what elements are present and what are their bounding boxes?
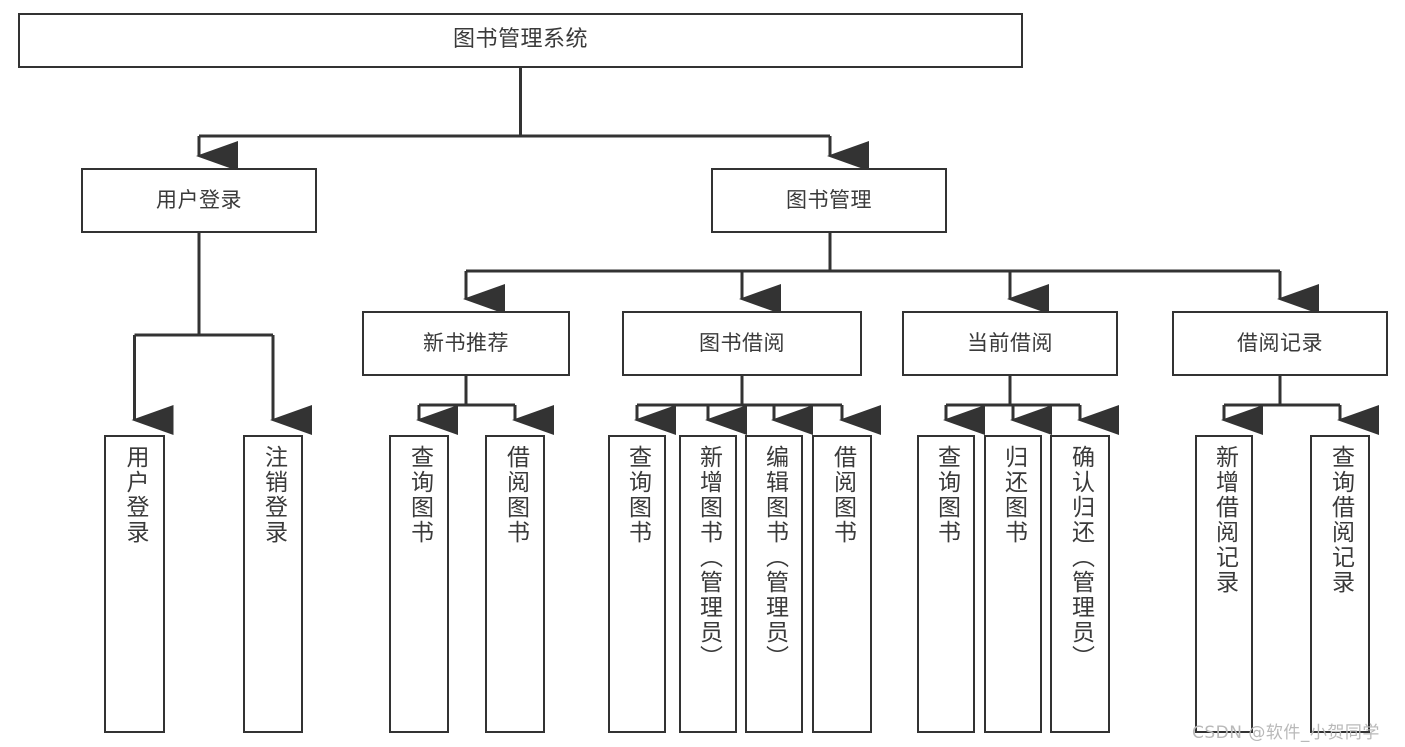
node-book-borrow[interactable]: 图书借阅 [622, 311, 862, 376]
leaf-query-book-current-label: 查询图书 [933, 445, 960, 545]
leaf-add-book-admin-label: 新增图书（管理员） [695, 445, 722, 670]
leaf-edit-book-admin[interactable]: 编辑图书（管理员） [745, 435, 803, 733]
node-book-management[interactable]: 图书管理 [711, 168, 947, 233]
node-user-login[interactable]: 用户登录 [81, 168, 317, 233]
leaf-confirm-return-admin-label: 确认归还（管理员） [1067, 445, 1094, 670]
leaf-confirm-return-admin[interactable]: 确认归还（管理员） [1050, 435, 1110, 733]
leaf-borrow-book-recommend-label: 借阅图书 [502, 445, 529, 545]
leaf-query-borrow-record[interactable]: 查询借阅记录 [1310, 435, 1370, 733]
watermark-text: CSDN @软件_小贺同学 [1192, 723, 1380, 743]
node-root-label: 图书管理系统 [452, 27, 588, 53]
node-root[interactable]: 图书管理系统 [18, 13, 1023, 68]
leaf-return-book[interactable]: 归还图书 [984, 435, 1042, 733]
leaf-query-borrow-record-label: 查询借阅记录 [1327, 445, 1354, 595]
leaf-add-borrow-record-label: 新增借阅记录 [1211, 445, 1238, 595]
node-book-borrow-label: 图书借阅 [699, 330, 785, 355]
node-new-book-recommend-label: 新书推荐 [423, 330, 509, 355]
node-book-management-label: 图书管理 [786, 187, 872, 212]
node-borrow-record[interactable]: 借阅记录 [1172, 311, 1388, 376]
leaf-borrow-book[interactable]: 借阅图书 [812, 435, 872, 733]
leaf-edit-book-admin-label: 编辑图书（管理员） [761, 445, 788, 670]
leaf-query-book-current[interactable]: 查询图书 [917, 435, 975, 733]
leaf-borrow-book-recommend[interactable]: 借阅图书 [485, 435, 545, 733]
leaf-add-borrow-record[interactable]: 新增借阅记录 [1195, 435, 1253, 733]
leaf-return-book-label: 归还图书 [1000, 445, 1027, 545]
node-user-login-label: 用户登录 [156, 187, 242, 212]
leaf-user-login-label: 用户登录 [122, 445, 148, 545]
leaf-query-book-recommend-label: 查询图书 [406, 445, 433, 545]
node-new-book-recommend[interactable]: 新书推荐 [362, 311, 570, 376]
leaf-borrow-book-label: 借阅图书 [829, 445, 856, 545]
node-current-borrow[interactable]: 当前借阅 [902, 311, 1118, 376]
leaf-user-login[interactable]: 用户登录 [104, 435, 165, 733]
leaf-query-book-borrow[interactable]: 查询图书 [608, 435, 666, 733]
leaf-query-book-borrow-label: 查询图书 [624, 445, 651, 545]
node-current-borrow-label: 当前借阅 [967, 330, 1053, 355]
node-borrow-record-label: 借阅记录 [1237, 330, 1323, 355]
leaf-logout-label: 注销登录 [260, 445, 287, 545]
leaf-logout[interactable]: 注销登录 [243, 435, 303, 733]
leaf-query-book-recommend[interactable]: 查询图书 [389, 435, 449, 733]
leaf-add-book-admin[interactable]: 新增图书（管理员） [679, 435, 737, 733]
